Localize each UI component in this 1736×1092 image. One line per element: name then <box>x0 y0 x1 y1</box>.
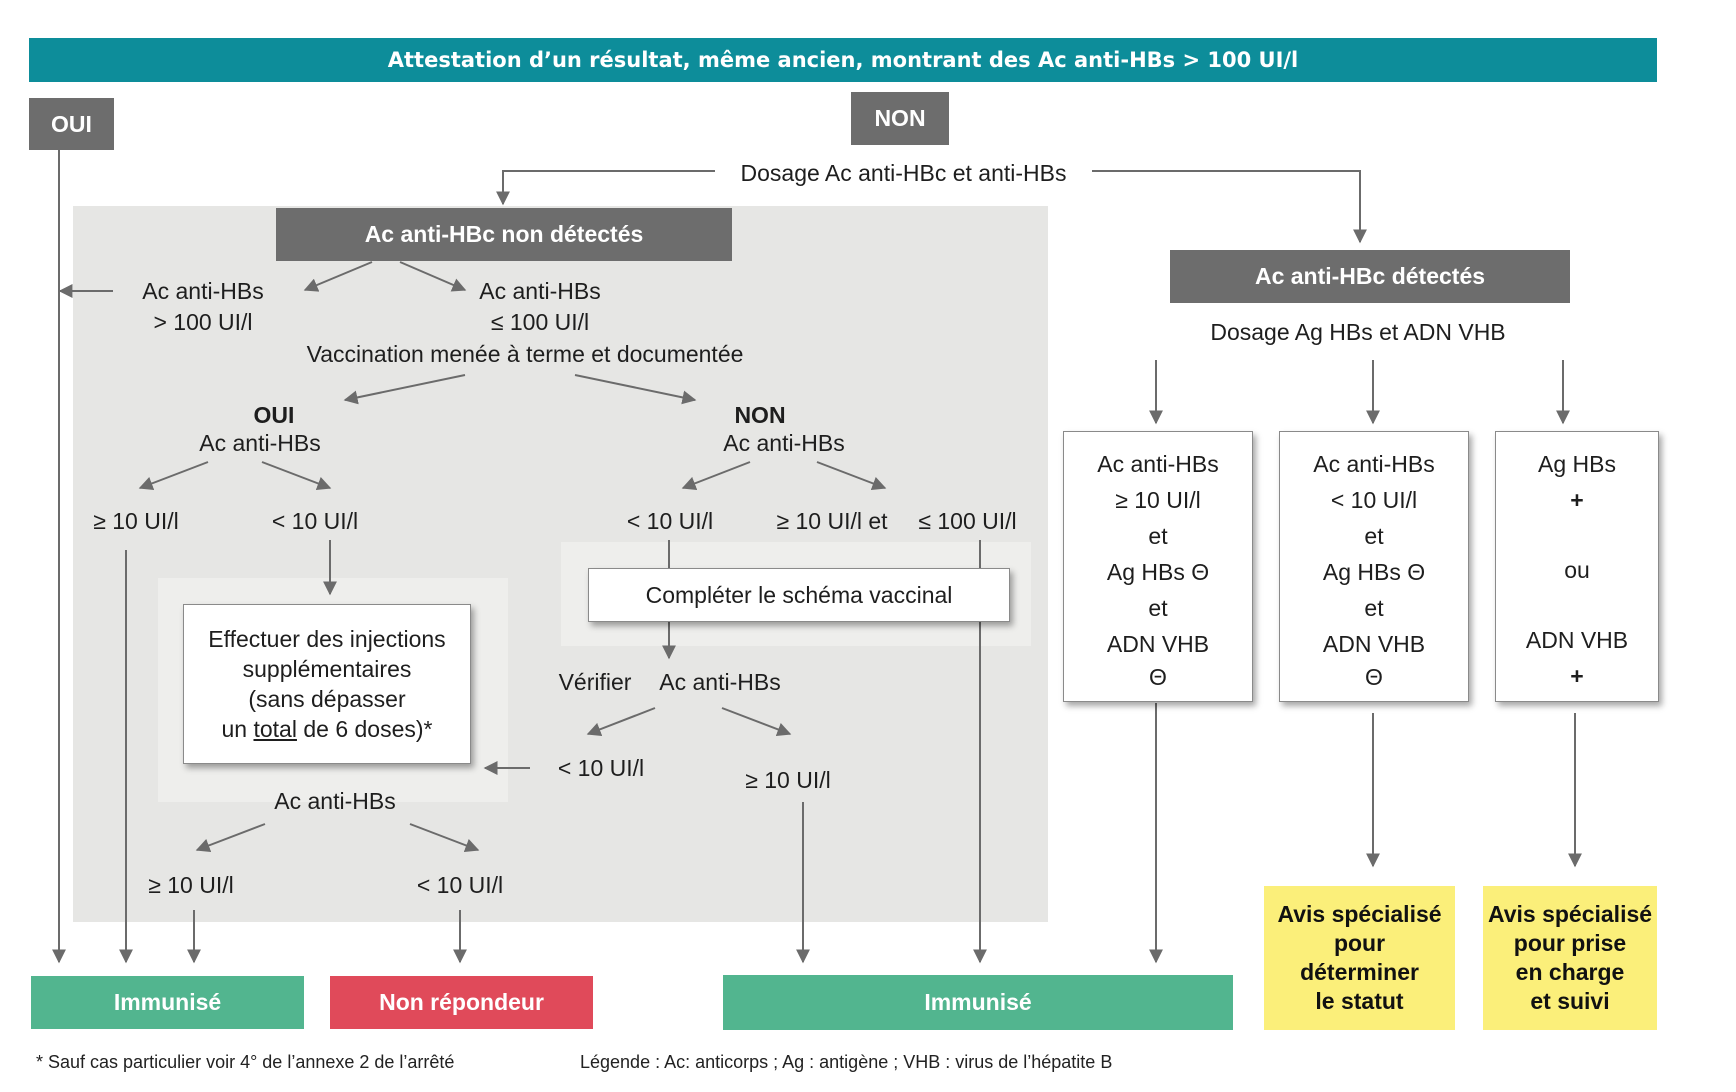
result-immunise-mid: Immunisé <box>723 975 1233 1030</box>
injections-line3: (sans dépasser <box>248 686 406 712</box>
gt100-label: Ac anti-HBs > 100 UI/l <box>113 276 293 338</box>
box3-line2: + <box>1570 487 1584 513</box>
after-lt10-label: < 10 UI/l <box>416 872 504 898</box>
avis2-line2: pour prise <box>1513 930 1627 956</box>
status-box-undetermined: Ac anti-HBs < 10 UI/l et Ag HBs Θ et ADN… <box>1279 431 1469 702</box>
header-banner: Attestation d’un résultat, même ancien, … <box>29 38 1657 82</box>
avis1-line4: le statut <box>1315 988 1404 1014</box>
box2-line2: < 10 UI/l <box>1330 487 1418 513</box>
box2-line3: et <box>1364 523 1384 549</box>
injections-line1: Effectuer des injections <box>208 626 446 652</box>
box1-line2: ≥ 10 UI/l <box>1115 487 1201 513</box>
verifier-ac-label: Ac anti-HBs <box>659 669 781 695</box>
result-non-repondeur: Non répondeur <box>330 976 593 1029</box>
box1-line3: et <box>1148 523 1168 549</box>
le100-line1: Ac anti-HBs <box>479 278 601 304</box>
avis2-line4: et suivi <box>1530 988 1610 1014</box>
completer-box: Compléter le schéma vaccinal <box>588 568 1010 622</box>
le100-label: Ac anti-HBs ≤ 100 UI/l <box>450 276 630 338</box>
top-non-box: NON <box>851 92 949 145</box>
box2-line1: Ac anti-HBs <box>1313 451 1435 477</box>
box1-line5: et <box>1148 595 1168 621</box>
after-ge10-label: ≥ 10 UI/l <box>148 872 234 898</box>
oui-lt10-label: < 10 UI/l <box>271 508 359 534</box>
avis2-line1: Avis spécialisé <box>1487 901 1653 927</box>
injections-box: Effectuer des injections supplémentaires… <box>183 604 471 764</box>
injections-line4a: un <box>221 716 254 742</box>
status-box-immune: Ac anti-HBs ≥ 10 UI/l et Ag HBs Θ et ADN… <box>1063 431 1253 702</box>
non-lt10-label: < 10 UI/l <box>626 508 714 534</box>
after-ac-label: Ac anti-HBs <box>274 788 396 814</box>
gt100-line1: Ac anti-HBs <box>142 278 264 304</box>
injections-line2: supplémentaires <box>242 656 412 682</box>
avis1-line3: déterminer <box>1300 959 1419 985</box>
non-detected-title: Ac anti-HBc non détectés <box>276 208 732 261</box>
status-box-infected: Ag HBs + ou ADN VHB + <box>1495 431 1659 702</box>
injections-line4c: de 6 doses)* <box>296 716 433 742</box>
non-ac-label: Ac anti-HBs <box>723 430 845 456</box>
dosage-label: Dosage Ac anti-HBc et anti-HBs <box>740 160 1067 186</box>
box1-line4: Ag HBs Θ <box>1106 559 1210 585</box>
result-avis-suivi: Avis spécialisé pour prise en charge et … <box>1483 886 1657 1030</box>
result-avis-statut: Avis spécialisé pour déterminer le statu… <box>1264 886 1455 1030</box>
top-oui-box: OUI <box>29 98 114 150</box>
non-ge10-label: ≥ 10 UI/l et <box>776 508 888 534</box>
box1-line1: Ac anti-HBs <box>1097 451 1219 477</box>
box1-line7: Θ <box>1149 664 1167 690</box>
avis2-line3: en charge <box>1515 959 1625 985</box>
box3-line5: + <box>1570 663 1584 689</box>
box3-line3: ou <box>1564 557 1590 583</box>
oui-branch-label: OUI <box>253 402 295 428</box>
verif-lt10-label: < 10 UI/l <box>557 755 645 781</box>
injections-line4: un total de 6 doses)* <box>222 714 433 744</box>
injections-total: total <box>253 716 297 742</box>
footnote: * Sauf cas particulier voir 4° de l’anne… <box>36 1052 455 1072</box>
oui-ge10-label: ≥ 10 UI/l <box>93 508 179 534</box>
box1-line6: ADN VHB <box>1106 631 1210 657</box>
vaccination-label: Vaccination menée à terme et documentée <box>306 341 744 367</box>
oui-ac-label: Ac anti-HBs <box>199 430 321 456</box>
verif-ge10-label: ≥ 10 UI/l <box>745 767 831 793</box>
verifier-label: Vérifier <box>558 669 632 695</box>
avis1-line2: pour <box>1333 930 1386 956</box>
box2-line6: ADN VHB <box>1322 631 1426 657</box>
legend: Légende : Ac: anticorps ; Ag : antigène … <box>580 1052 1113 1072</box>
result-immunise-left: Immunisé <box>31 976 304 1029</box>
box2-line7: Θ <box>1365 664 1383 690</box>
right-dosage-label: Dosage Ag HBs et ADN VHB <box>1210 319 1506 345</box>
box3-line1: Ag HBs <box>1538 451 1616 477</box>
avis1-line1: Avis spécialisé <box>1277 901 1442 927</box>
box3-line4: ADN VHB <box>1525 627 1629 653</box>
box2-line4: Ag HBs Θ <box>1322 559 1426 585</box>
gt100-line2: > 100 UI/l <box>153 309 253 335</box>
detected-title: Ac anti-HBc détectés <box>1170 250 1570 303</box>
le100-line2: ≤ 100 UI/l <box>490 309 590 335</box>
non-branch-label: NON <box>734 402 786 428</box>
box2-line5: et <box>1364 595 1384 621</box>
non-le100-label: ≤ 100 UI/l <box>918 508 1017 534</box>
